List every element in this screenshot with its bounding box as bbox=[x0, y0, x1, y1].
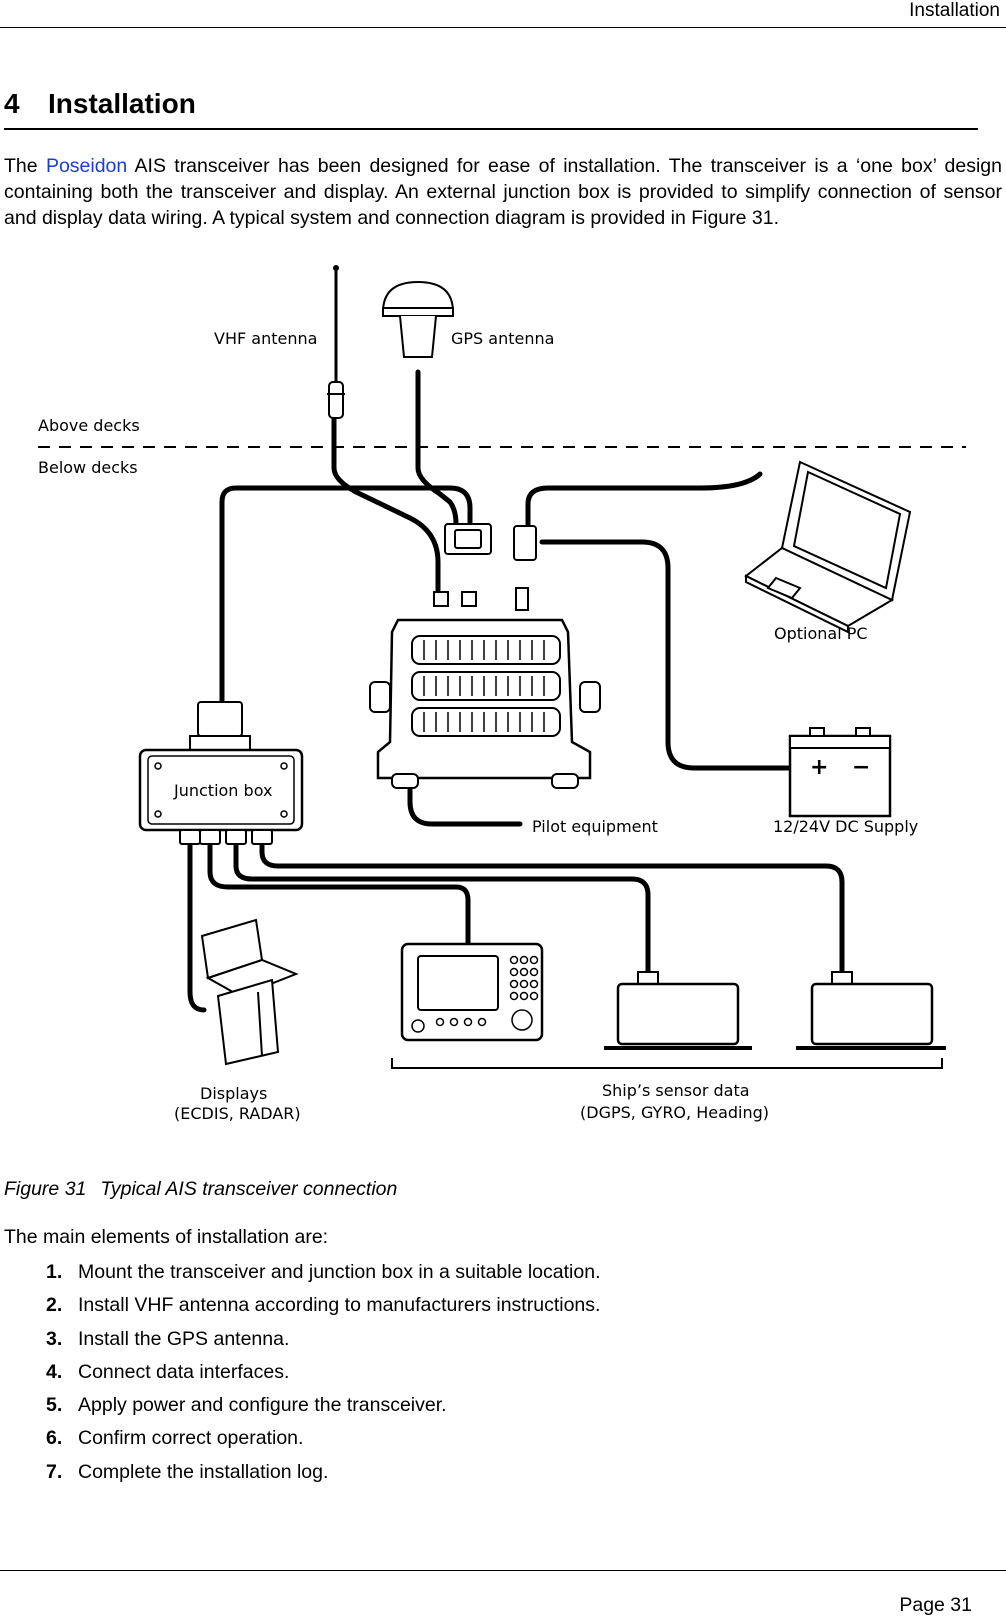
cable-gps bbox=[415, 369, 459, 527]
cable-junction-to-transceiver bbox=[219, 485, 473, 705]
above-decks-label: Above decks bbox=[38, 416, 140, 435]
battery-minus: − bbox=[852, 755, 870, 780]
cable-sensor-1 bbox=[233, 831, 651, 977]
section-rule bbox=[4, 128, 978, 130]
sensor-label-line1: Ship’s sensor data bbox=[602, 1081, 750, 1100]
list-item: 4. Connect data interfaces. bbox=[46, 1360, 600, 1393]
vhf-antenna bbox=[327, 265, 345, 419]
cable-pilot bbox=[407, 775, 523, 827]
section-number: 4 bbox=[4, 88, 20, 119]
step-text: Install the GPS antenna. bbox=[78, 1327, 290, 1350]
intro-paragraph: The Poseidon AIS transceiver has been de… bbox=[4, 153, 1002, 231]
junction-box bbox=[138, 701, 304, 845]
step-text: Connect data interfaces. bbox=[78, 1360, 290, 1383]
sensor-unit-1 bbox=[604, 971, 752, 1050]
figure-number: Figure 31 bbox=[4, 1178, 87, 1200]
list-item: 5. Apply power and configure the transcei… bbox=[46, 1393, 600, 1426]
intro-text-start: The bbox=[4, 155, 46, 177]
transceiver-connectors bbox=[433, 523, 537, 611]
dc-supply-label: 12/24V DC Supply bbox=[773, 817, 918, 836]
sensor-bracket bbox=[391, 1058, 943, 1069]
cable-sensor-2 bbox=[259, 831, 845, 977]
cable-power bbox=[539, 539, 793, 771]
sensor-label-line2: (DGPS, GYRO, Heading) bbox=[580, 1103, 769, 1122]
gps-antenna bbox=[381, 280, 455, 358]
section-title-text: Installation bbox=[48, 88, 196, 119]
sensor-unit-2 bbox=[796, 971, 946, 1050]
list-item: 6. Confirm correct operation. bbox=[46, 1426, 600, 1459]
cable-controller bbox=[207, 831, 471, 947]
step-text: Confirm correct operation. bbox=[78, 1427, 304, 1450]
step-number: 6. bbox=[46, 1427, 63, 1450]
step-text: Mount the transceiver and junction box i… bbox=[78, 1261, 601, 1283]
cables bbox=[187, 369, 845, 1013]
cable-vhf bbox=[331, 409, 441, 593]
running-header: Installation bbox=[909, 0, 1000, 21]
intro-text-rest: AIS transceiver has been designed for ea… bbox=[4, 155, 1002, 229]
ais-transceiver bbox=[369, 618, 601, 789]
sensor-controller bbox=[400, 942, 544, 1042]
connection-diagram: Above decks Below decks VHF antenna GPS … bbox=[38, 265, 966, 1123]
pilot-equipment-label: Pilot equipment bbox=[532, 817, 658, 836]
cable-pc bbox=[525, 471, 763, 527]
optional-pc-label: Optional PC bbox=[774, 624, 868, 643]
figure-caption: Figure 31 Typical AIS transceiver connect… bbox=[4, 1178, 397, 1201]
step-text: Apply power and configure the transceive… bbox=[78, 1394, 447, 1417]
gps-antenna-label: GPS antenna bbox=[451, 329, 554, 348]
list-item: 7. Complete the installation log. bbox=[46, 1460, 600, 1493]
cable-display bbox=[187, 831, 207, 1013]
list-item: 2. Install VHF antenna according to manuf… bbox=[46, 1293, 600, 1326]
step-text: Complete the installation log. bbox=[78, 1460, 329, 1483]
footer-rule bbox=[0, 1570, 1006, 1571]
step-number: 3. bbox=[46, 1327, 63, 1350]
page-number: Page 31 bbox=[899, 1594, 972, 1616]
battery-plus: + bbox=[810, 755, 828, 780]
displays-label-line2: (ECDIS, RADAR) bbox=[174, 1104, 301, 1123]
list-item: 1. Mount the transceiver and junction box… bbox=[46, 1260, 600, 1293]
figure-caption-text: Typical AIS transceiver connection bbox=[100, 1178, 398, 1200]
step-number: 7. bbox=[46, 1460, 63, 1483]
below-decks-label: Below decks bbox=[38, 458, 138, 477]
step-number: 2. bbox=[46, 1294, 63, 1317]
step-number: 5. bbox=[46, 1394, 63, 1417]
display-console bbox=[200, 918, 299, 1066]
vhf-antenna-label: VHF antenna bbox=[214, 329, 317, 348]
step-number: 4. bbox=[46, 1360, 63, 1383]
step-number: 1. bbox=[46, 1261, 63, 1283]
displays-label-line1: Displays bbox=[200, 1084, 267, 1103]
dc-supply-battery: + − bbox=[788, 727, 892, 818]
list-item: 3. Install the GPS antenna. bbox=[46, 1327, 600, 1360]
header-rule bbox=[0, 27, 1006, 28]
optional-pc bbox=[744, 460, 912, 634]
steps-intro: The main elements of installation are: bbox=[4, 1226, 329, 1248]
step-text: Install VHF antenna according to manufac… bbox=[78, 1294, 601, 1317]
brand-name: Poseidon bbox=[45, 155, 128, 177]
installation-steps: 1. Mount the transceiver and junction box… bbox=[46, 1260, 600, 1493]
section-title: 4 Installation bbox=[4, 88, 196, 120]
junction-box-label: Junction box bbox=[173, 781, 272, 800]
